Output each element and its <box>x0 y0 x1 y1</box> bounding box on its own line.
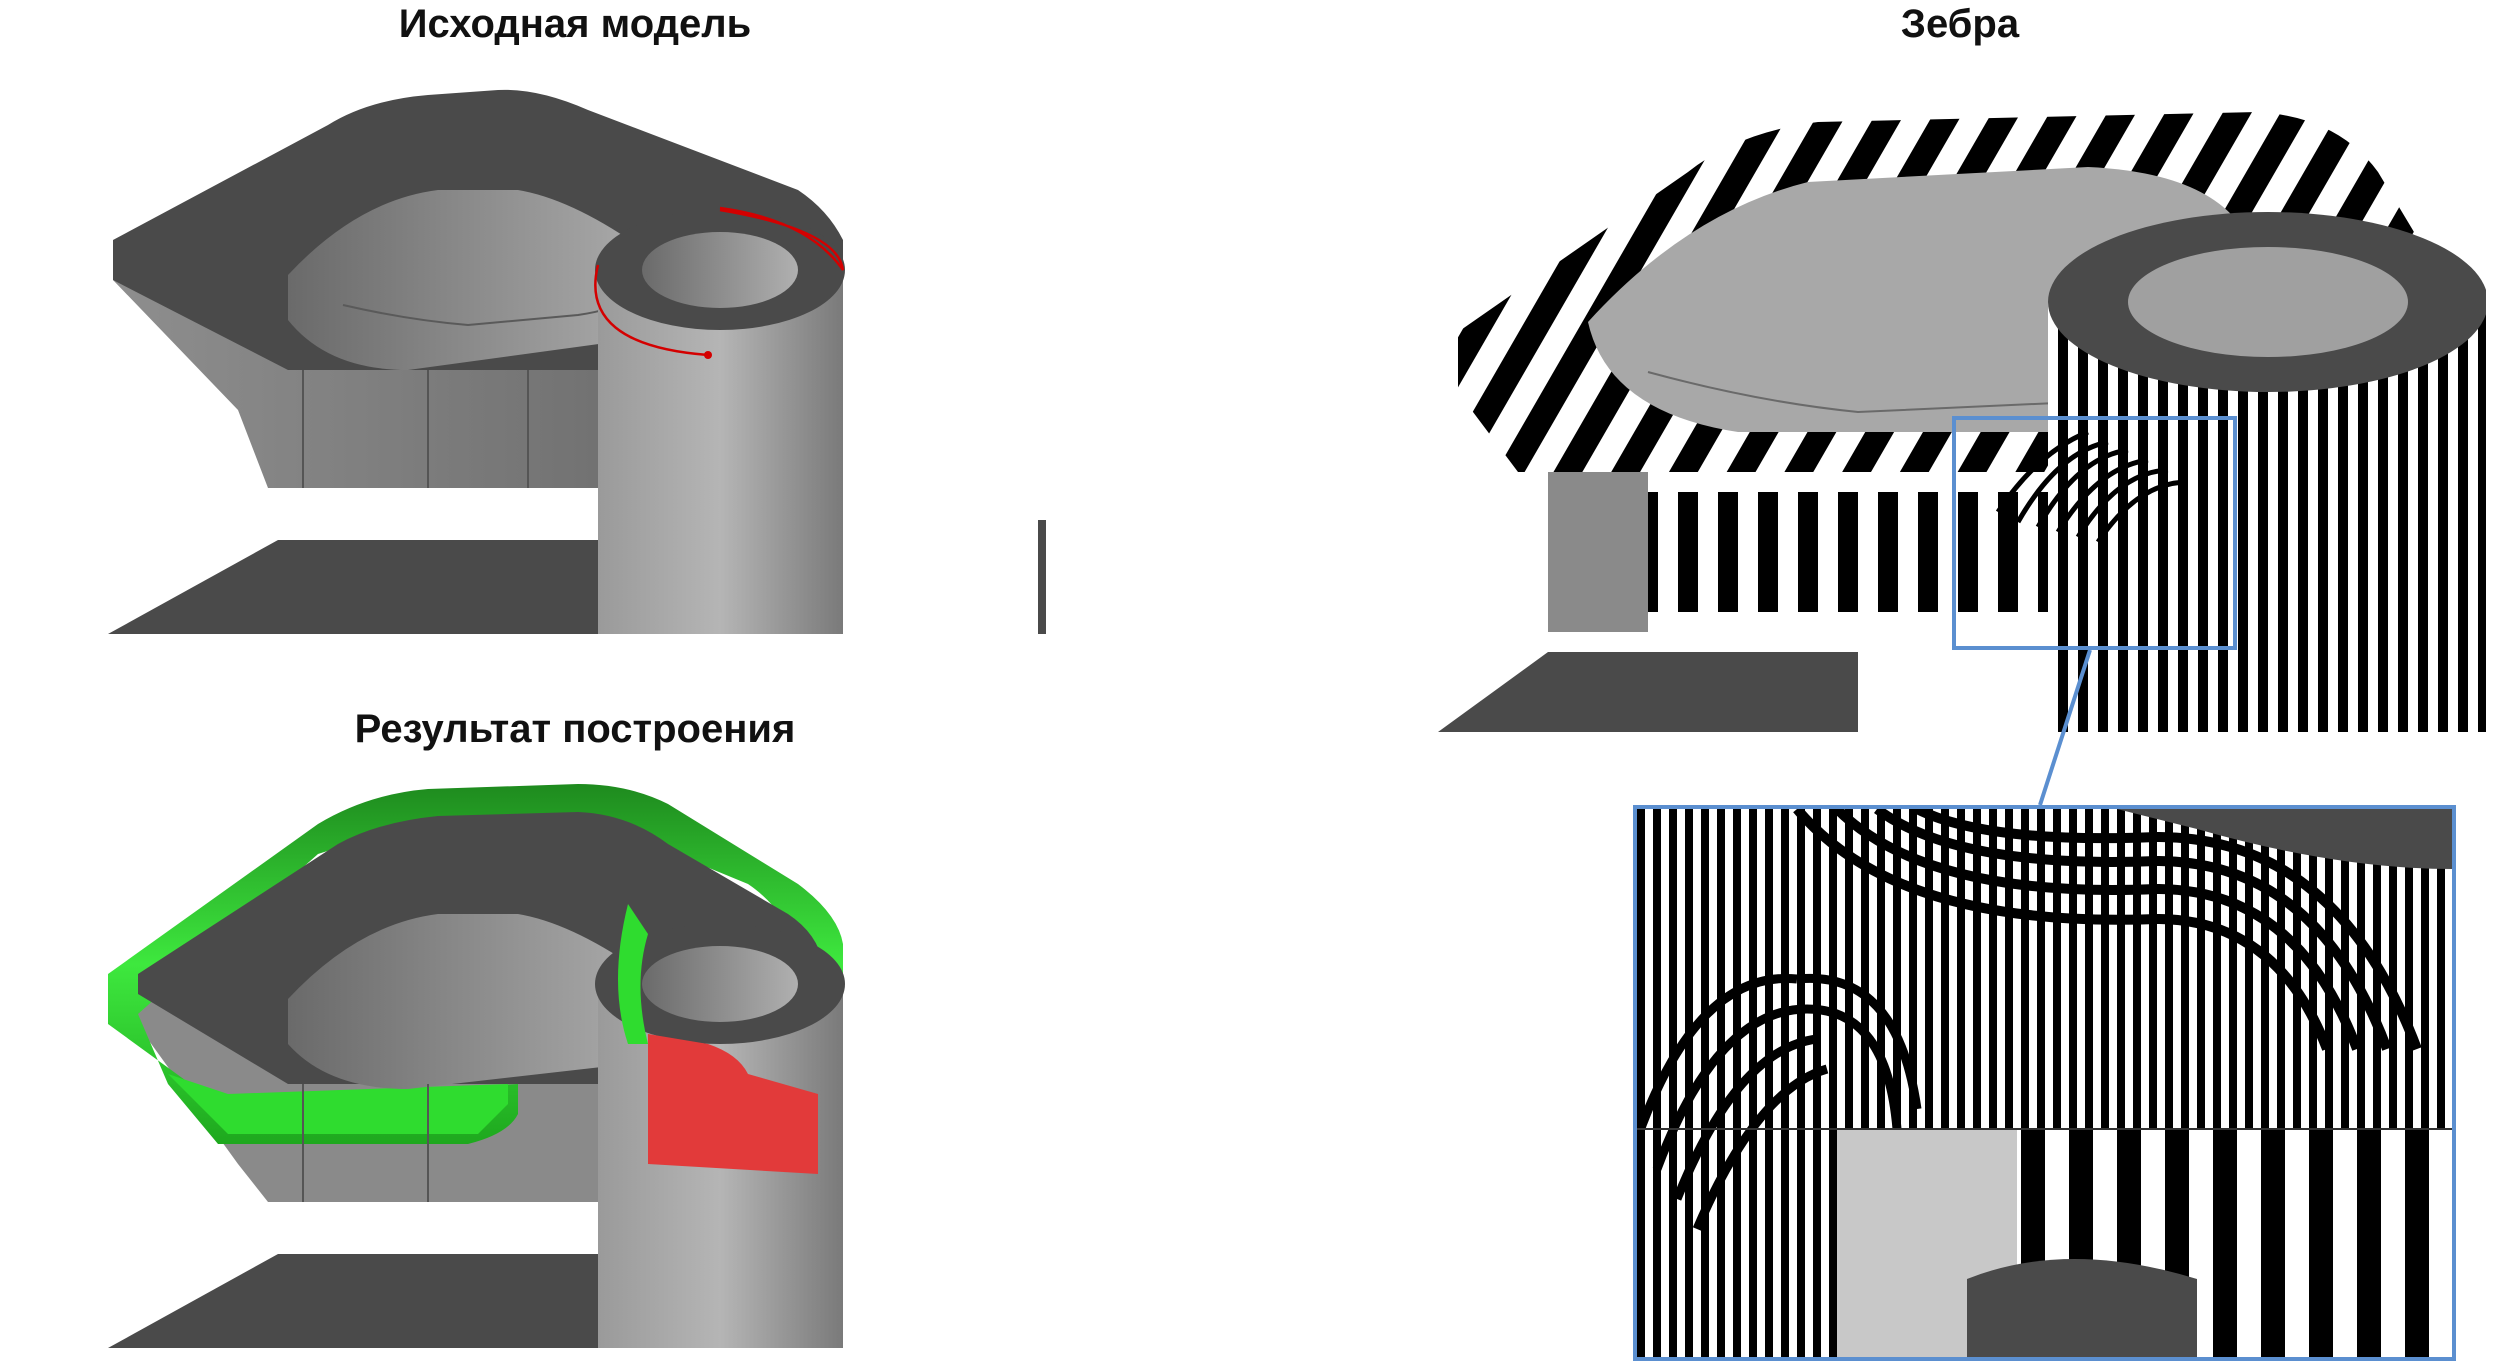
result-render <box>108 784 1046 1348</box>
lower-part <box>108 540 648 634</box>
zoom-arcs-left <box>1637 973 1922 1231</box>
inner-opening <box>288 190 678 370</box>
patch-red <box>648 1034 818 1174</box>
zebra-zoom-inset[interactable] <box>1633 805 2456 1361</box>
zebra-zoom-render <box>1637 809 2452 1357</box>
cylinder-hole <box>642 232 798 308</box>
title-result: Результат построения <box>354 707 796 751</box>
fillet-green <box>108 784 843 1144</box>
zebra-viewport[interactable] <box>1438 72 2486 732</box>
guide-curve-icon <box>594 206 845 357</box>
title-zebra: Зебра <box>1900 2 2020 46</box>
result-viewport[interactable] <box>108 784 1046 1348</box>
zoom-arcs-top <box>1793 809 2422 1051</box>
zebra-transition <box>1995 429 2189 544</box>
original-model-render <box>108 70 1046 634</box>
cylinder-side <box>598 270 843 634</box>
zebra-render <box>1438 72 2486 732</box>
original-model-viewport[interactable] <box>108 70 1046 634</box>
title-original-model: Исходная модель <box>398 2 752 46</box>
